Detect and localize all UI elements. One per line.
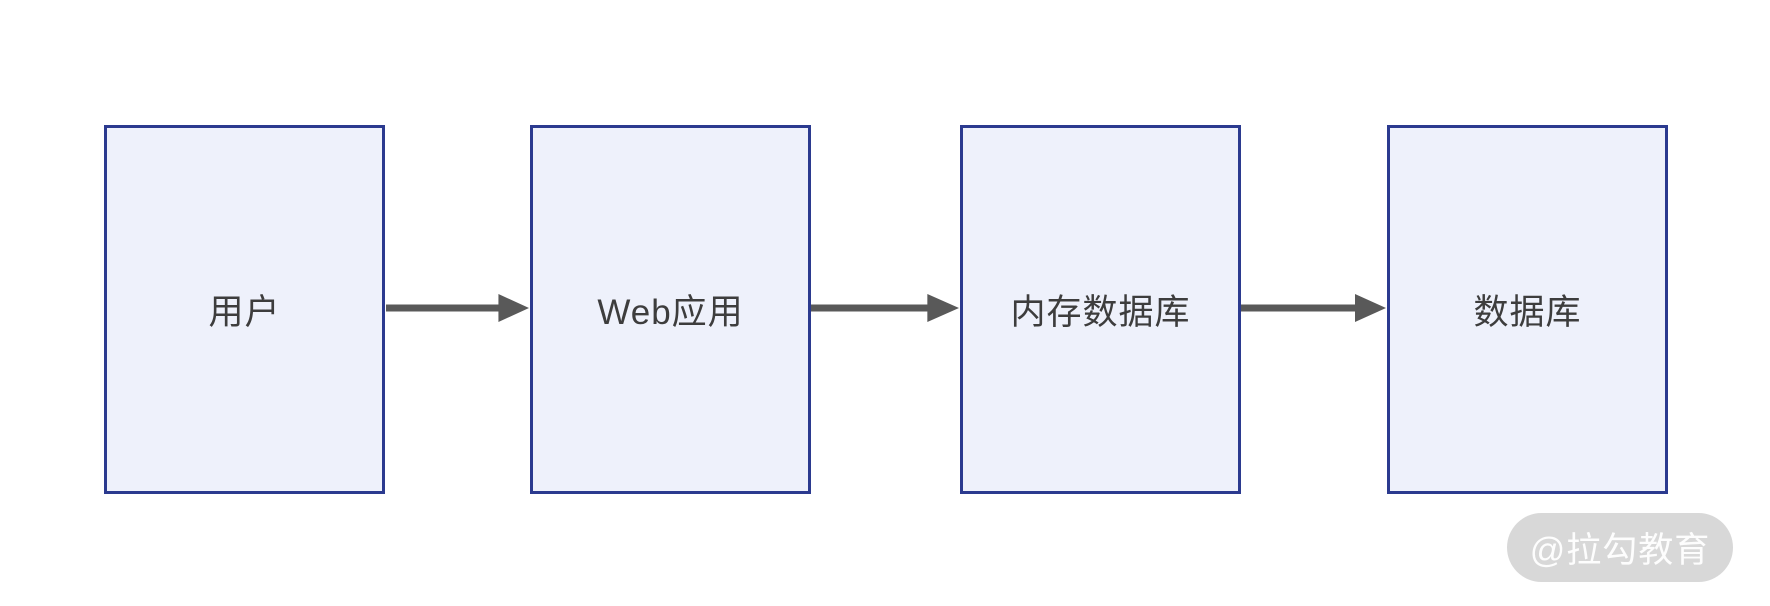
watermark-label: @拉勾教育: [1529, 531, 1711, 570]
node-web-app: Web应用: [530, 125, 811, 494]
watermark-badge: @拉勾教育: [1507, 513, 1733, 582]
node-web-app-label: Web应用: [597, 293, 744, 332]
flow-arrow-user-to-webapp: [386, 288, 529, 328]
node-database: 数据库: [1387, 125, 1668, 494]
node-user-label: 用户: [208, 293, 281, 332]
node-memory-db: 内存数据库: [960, 125, 1241, 494]
flow-arrow-webapp-to-memorydb: [811, 288, 959, 328]
node-database-label: 数据库: [1473, 293, 1582, 332]
node-user: 用户: [104, 125, 385, 494]
node-memory-db-label: 内存数据库: [1010, 293, 1191, 332]
flow-arrow-memorydb-to-database: [1241, 288, 1386, 328]
arrow-right-icon: [1241, 294, 1386, 322]
arrow-right-icon: [811, 294, 959, 322]
arrow-right-icon: [386, 294, 529, 322]
